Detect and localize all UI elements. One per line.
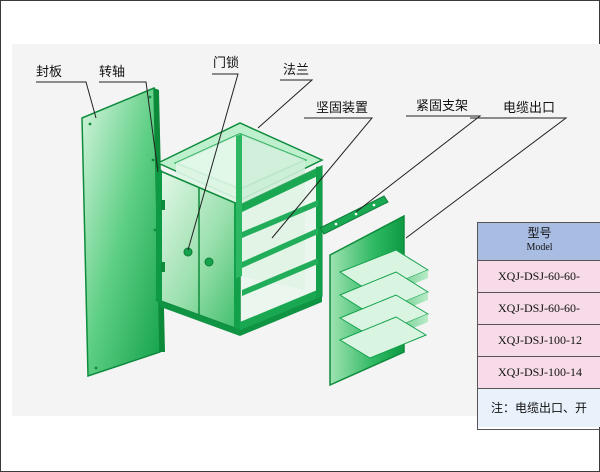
header-model-cn: 型号: [527, 226, 552, 240]
model-spec-table: 型号 Model XQJ-DSJ-60-60- XQJ-DSJ-60-60- X…: [477, 222, 600, 430]
label-pivot: 转轴: [99, 65, 125, 80]
table-row: XQJ-DSJ-100-14: [478, 357, 600, 389]
label-flange: 法兰: [283, 63, 309, 78]
table-row: XQJ-DSJ-60-60-: [478, 261, 600, 293]
leader-lines: [36, 73, 568, 251]
fastening-bracket: [319, 195, 389, 235]
label-door-lock: 门锁: [213, 55, 239, 71]
cabinet-body: [156, 122, 324, 336]
table-row: XQJ-DSJ-60-60-: [478, 293, 600, 325]
cable-outlet-panel: [329, 214, 430, 387]
label-cable-outlet: 电缆出口: [503, 100, 555, 116]
header-model-en: Model: [526, 242, 553, 253]
table-row: XQJ-DSJ-100-12: [478, 325, 600, 357]
label-fastening-device: 坚固装置: [316, 101, 368, 116]
label-cover-plate: 封板: [36, 65, 62, 80]
table-header: 型号 Model: [478, 223, 600, 261]
table-note: 注：电缆出口、开: [478, 389, 600, 427]
label-fastening-bracket: 紧固支架: [416, 99, 468, 114]
